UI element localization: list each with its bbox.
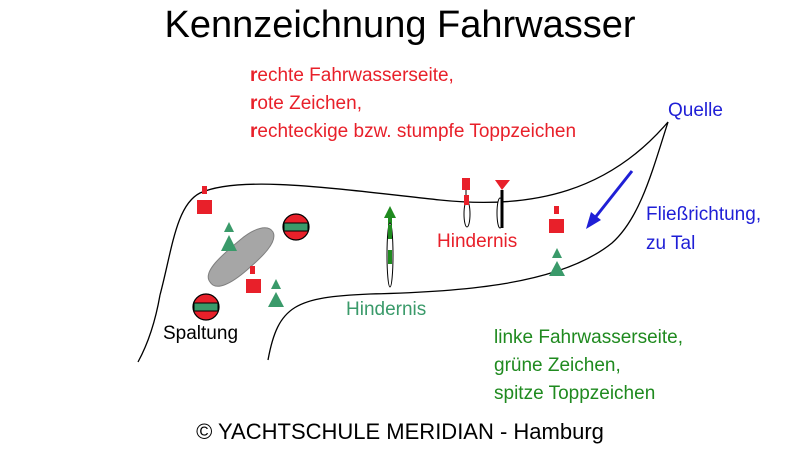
- left-rule-line-3: spitze Toppzeichen: [494, 383, 656, 404]
- island: [207, 227, 275, 287]
- red-buoy-right: [549, 206, 564, 233]
- river-bank-upper: [159, 121, 669, 296]
- obstacle-label-red: Hindernis: [437, 231, 518, 252]
- diagram-title: Kennzeichnung Fahrwasser: [164, 4, 636, 46]
- right-rule-line-1: rechte Fahrwasserseite,: [250, 65, 454, 86]
- split-label: Spaltung: [163, 323, 239, 344]
- red-obstacle-spar-square: [462, 178, 471, 228]
- green-buoy-island-upper: [221, 222, 237, 251]
- green-buoy-island-lower: [268, 279, 284, 307]
- green-obstacle-spar: [384, 206, 396, 288]
- flow-direction-label: Fließrichtung, zu Tal: [646, 200, 761, 258]
- left-rule-line-2: grüne Zeichen,: [494, 355, 621, 376]
- flow-direction-arrowhead: [586, 212, 601, 229]
- red-buoy-island: [246, 266, 261, 293]
- river-bank-lower: [137, 294, 161, 363]
- right-rule-line-2: rote Zeichen,: [250, 93, 362, 114]
- right-side-rules: rechte Fahrwasserseite, rote Zeichen, re…: [250, 62, 576, 146]
- right-rule-line-3: rechteckige bzw. stumpfe Toppzeichen: [250, 121, 577, 142]
- flow-direction-arrow: [592, 170, 634, 220]
- river-bank-lower-right: [267, 121, 669, 361]
- red-obstacle-spar-cone: [495, 180, 510, 229]
- red-buoy-upper-left: [197, 186, 212, 214]
- split-buoy-upper: [282, 213, 310, 241]
- flow-direction-line-1: Fließrichtung,: [646, 204, 762, 225]
- split-buoy-lower: [192, 293, 220, 321]
- copyright-notice: © YACHTSCHULE MERIDIAN - Hamburg: [196, 419, 604, 444]
- flow-direction-line-2: zu Tal: [646, 233, 696, 254]
- left-side-rules: linke Fahrwasserseite, grüne Zeichen, sp…: [494, 324, 683, 408]
- green-buoy-right: [549, 248, 565, 276]
- obstacle-label-green: Hindernis: [346, 299, 427, 320]
- source-label: Quelle: [668, 100, 723, 121]
- left-rule-line-1: linke Fahrwasserseite,: [494, 327, 684, 348]
